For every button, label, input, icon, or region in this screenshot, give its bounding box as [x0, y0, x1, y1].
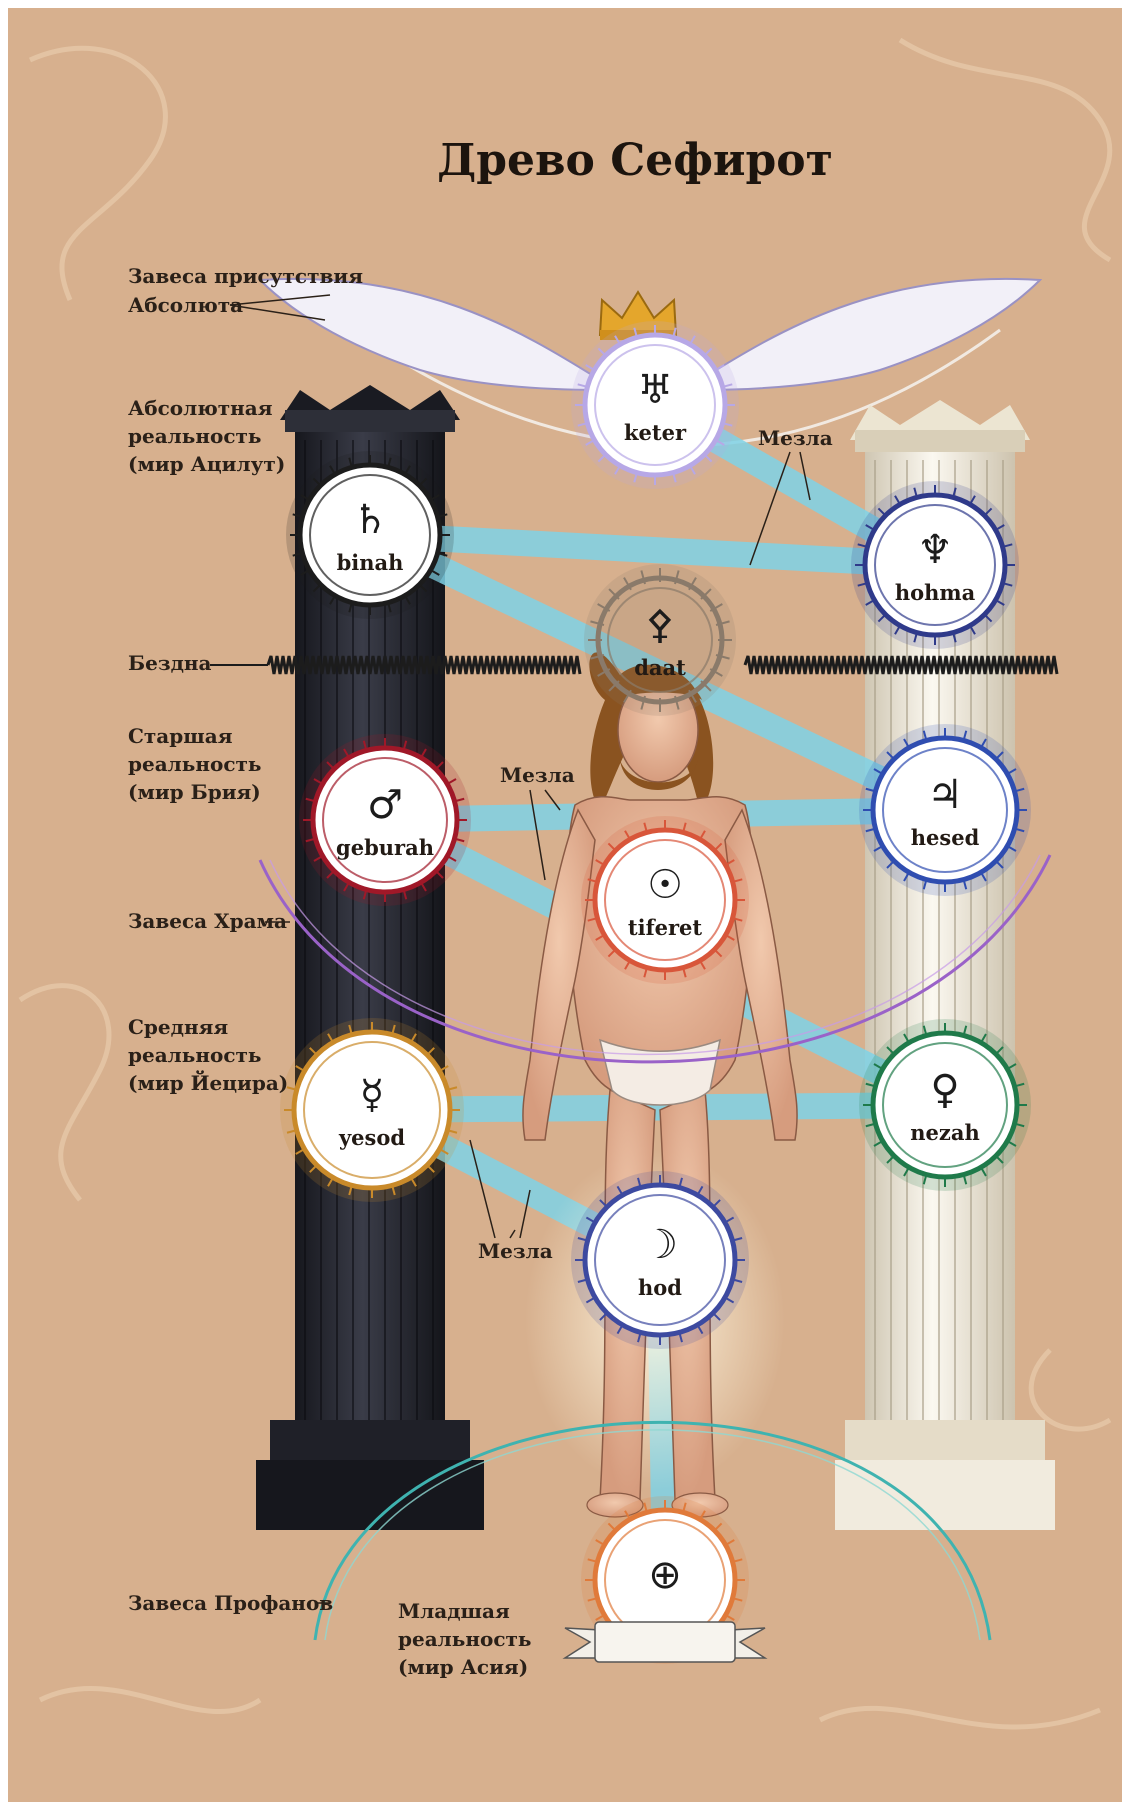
nezah-symbol-icon: ♀ [930, 1067, 959, 1113]
veil-profane-label: Завеса Профанов [128, 1591, 333, 1615]
yesod-symbol-icon: ☿ [360, 1072, 385, 1118]
junior-reality-line-3: (мир Асия) [398, 1655, 528, 1679]
page-title: Древо Сефирот [437, 135, 833, 186]
daat-label: daat [634, 655, 686, 680]
veil-absolute-label-line-1: Завеса присутствия [128, 264, 363, 288]
hohma-label: hohma [895, 580, 976, 605]
svg-text:Завеса присутствия: Завеса присутствия [128, 264, 363, 288]
staves-label-top: Мезла [758, 426, 833, 450]
keter-label: keter [624, 420, 687, 445]
binah-label: binah [337, 550, 404, 575]
junior-reality-line-1: Младшая [398, 1599, 510, 1623]
sephira-hod: ☽ hod [571, 1171, 749, 1349]
binah-symbol-icon: ♄ [352, 497, 388, 543]
hohma-symbol-icon: ♆ [917, 527, 953, 573]
senior-reality-line-2: реальность [128, 752, 261, 776]
malkuth-banner [565, 1622, 765, 1662]
veil-absolute-label-line-2: Абсолюта [128, 293, 243, 317]
absolute-reality-line-2: реальность [128, 424, 261, 448]
absolute-reality-line-3: (мир Ацилут) [128, 452, 285, 476]
staves-label-low: Мезла [478, 1239, 553, 1263]
nezah-label: nezah [910, 1120, 979, 1145]
tiferet-symbol-icon: ☉ [647, 862, 683, 908]
senior-reality-line-3: (мир Брия) [128, 780, 261, 804]
middle-reality-line-1: Средняя [128, 1015, 228, 1039]
daat-symbol-icon: ⚴ [645, 602, 674, 648]
malkuth-symbol-icon: ⊕ [648, 1552, 682, 1598]
tiferet-label: tiferet [628, 915, 702, 940]
sephira-yesod: ☿ yesod [280, 1018, 464, 1202]
sephira-daat: ⚴ daat [584, 564, 736, 716]
staves-label-mid: Мезла [500, 763, 575, 787]
sephira-hohma: ♆ hohma [851, 481, 1019, 649]
sephira-hesed: ♃ hesed [859, 724, 1031, 896]
hod-symbol-icon: ☽ [642, 1222, 678, 1268]
keter-symbol-icon: ♅ [637, 367, 673, 413]
junior-reality-line-2: реальность [398, 1627, 531, 1651]
middle-reality-line-3: (мир Йецира) [128, 1069, 288, 1095]
abyss-label: Бездна [128, 651, 212, 675]
hesed-symbol-icon: ♃ [927, 772, 963, 818]
sephira-geburah: ♂ geburah [299, 734, 471, 906]
sephira-tiferet: ☉ tiferet [581, 816, 749, 984]
veil-temple-label: Завеса Храма [128, 909, 287, 933]
sephira-binah: ♄ binah [286, 451, 454, 619]
geburah-symbol-icon: ♂ [367, 782, 403, 828]
geburah-label: geburah [336, 835, 434, 860]
hod-label: hod [638, 1275, 682, 1300]
svg-text:Абсолюта: Абсолюта [128, 293, 243, 317]
yesod-label: yesod [338, 1125, 405, 1150]
senior-reality-line-1: Старшая [128, 724, 233, 748]
middle-reality-line-2: реальность [128, 1043, 261, 1067]
sephira-nezah: ♀ nezah [859, 1019, 1031, 1191]
hesed-label: hesed [911, 825, 980, 850]
absolute-reality-line-1: Абсолютная [128, 396, 273, 420]
sephira-keter: ♅ keter [571, 321, 739, 489]
